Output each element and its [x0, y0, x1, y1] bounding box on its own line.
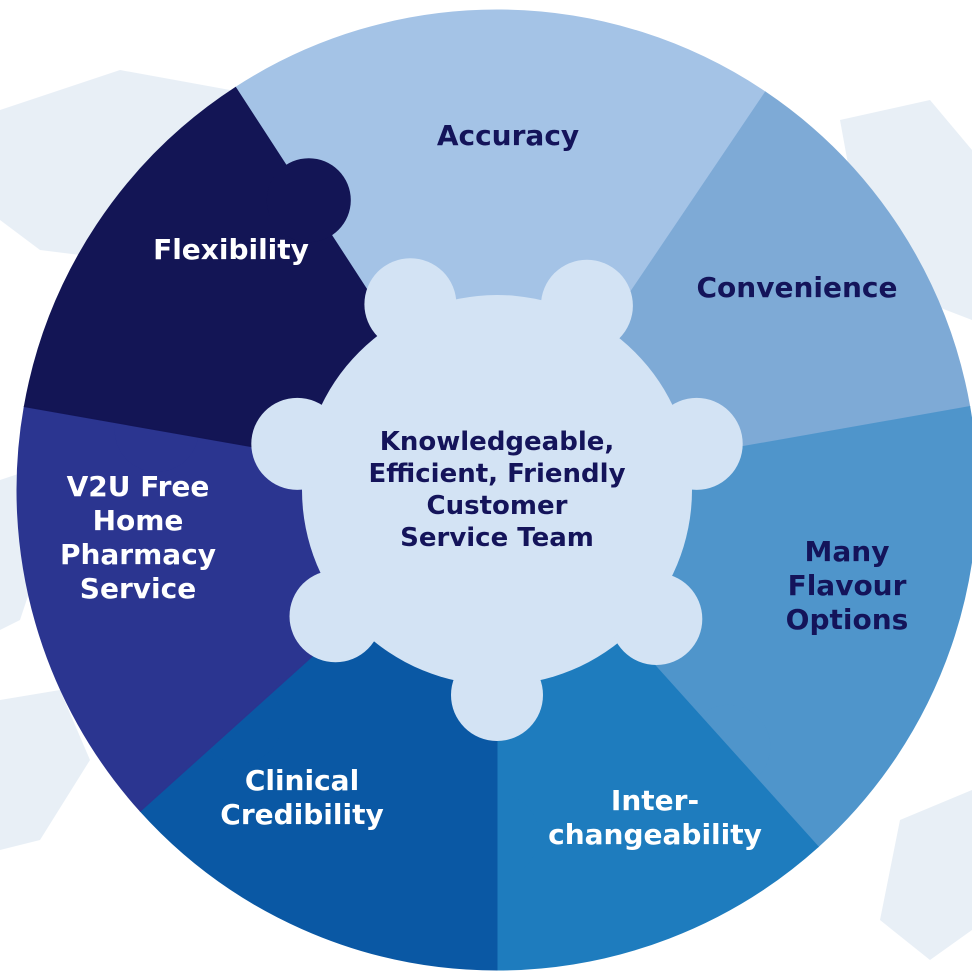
- map-shape-0: [0, 70, 250, 260]
- center-knob-2: [610, 573, 703, 665]
- center-knob-4: [289, 570, 382, 663]
- segment-accuracy: [234, 9, 767, 491]
- knob-flexibility: [266, 158, 351, 243]
- center-knob-5: [251, 397, 344, 490]
- map-shape-4: [880, 790, 972, 960]
- map-shape-2: [0, 690, 90, 850]
- map-shape-3: [840, 100, 972, 320]
- center-knob-1: [650, 397, 743, 490]
- center-knob-3: [451, 649, 543, 741]
- center-piece-body: [302, 295, 692, 685]
- world-map-background: [0, 70, 972, 960]
- center-knob-6: [364, 258, 457, 351]
- center-puzzle-piece: [251, 258, 743, 741]
- center-knob-0: [540, 259, 633, 352]
